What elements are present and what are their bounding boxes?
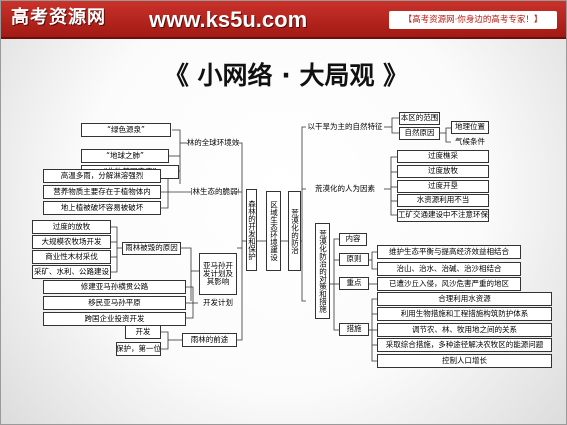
destroy-item-1: 过度的放牧 <box>32 220 111 234</box>
human-item-1: 过度樵采 <box>397 150 489 163</box>
connector <box>161 331 169 350</box>
dev-plan-label: 开发计划 <box>203 298 233 308</box>
key-item: 已遭沙丘入侵，风沙危害严重的地区 <box>377 277 521 291</box>
principle-label: 原则 <box>339 253 369 266</box>
human-item-3: 过度开垦 <box>397 180 489 193</box>
dev-item-2: 移民亚马孙平原 <box>43 296 186 310</box>
page-title: 《 小网络 · 大局观 》 <box>163 61 409 90</box>
human-label: 荒漠化的人为因素 <box>315 184 375 194</box>
destroy-item-2: 大规模农牧场开发 <box>32 235 111 249</box>
global-item-earth-lung: “地球之肺” <box>81 149 169 163</box>
center-region: 区域生态环境建设 <box>266 191 281 271</box>
connector <box>186 286 194 319</box>
connector <box>445 133 451 143</box>
center-desert: 荒漠化的防治 <box>288 191 301 271</box>
climate-item: 气候条件 <box>455 137 485 147</box>
principle-item-2: 治山、治水、治碱、治沙相结合 <box>377 262 521 276</box>
connector <box>111 226 118 273</box>
global-effect-label: 雨林的全球环境效益 <box>187 138 239 148</box>
destroy-item-3: 商业性木材采伐 <box>32 250 111 264</box>
methods-label: 措施 <box>339 323 369 336</box>
connector <box>181 247 192 301</box>
nature-label: 以干旱为主的自然特征 <box>307 122 383 132</box>
fragile-item-2: 营养物质主要存在于植物体内 <box>43 185 161 199</box>
protect-label: 雨林的前途 <box>182 333 237 347</box>
connector <box>172 129 181 184</box>
method-item-5: 控制人口增长 <box>377 354 552 368</box>
site-slogan: 【高考资源网·你身边的高考专家！】 <box>389 11 557 29</box>
protect-item-develop: 开发 <box>125 325 161 339</box>
connector <box>371 251 377 270</box>
fragile-item-3: 地上植被破坏容易被破坏 <box>43 201 161 215</box>
human-item-5: 工矿交通建设中不注意环保 <box>397 209 489 222</box>
method-item-3: 调节农、林、牧用地之间的关系 <box>377 323 552 337</box>
connector <box>390 156 397 216</box>
global-item-green-source: “绿色源泉” <box>81 123 171 137</box>
geo-item: 地理位置 <box>451 121 489 134</box>
protect-item-protect: 保护，第一位 <box>116 342 161 356</box>
connector <box>301 126 306 302</box>
fragile-item-1: 高温多雨，分解淋溶强烈 <box>43 169 161 183</box>
method-item-4: 采取综合措施，多种途径解决农牧区的能源问题 <box>377 338 552 352</box>
destroy-item-4: 采矿、水利、公路建设 <box>32 265 111 279</box>
human-item-4: 水资源利用不当 <box>397 194 489 207</box>
site-url[interactable]: www.ks5u.com <box>149 7 308 32</box>
site-logo[interactable]: 高考资源网 <box>11 7 106 28</box>
dev-item-1: 修建亚马孙横贯公路 <box>43 280 186 294</box>
para-plan-label: 亚马孙开发计划及其影响 <box>199 253 237 295</box>
connector <box>333 238 339 331</box>
key-label: 重点 <box>339 277 369 290</box>
connector <box>237 142 243 341</box>
center-forest: 森林的开发和保护 <box>246 189 257 271</box>
content-label: 内容 <box>339 233 367 246</box>
principle-item-1: 维护生态平衡与提高经济效益相结合 <box>377 245 521 259</box>
dev-item-3: 跨国企业投资开发 <box>43 312 186 326</box>
measures-label: 荒漠化防治的对策和措施 <box>315 223 330 319</box>
connector <box>391 117 399 134</box>
human-item-2: 过度放牧 <box>397 165 489 178</box>
destroyed-label: 雨林被毁的原因 <box>122 242 181 255</box>
natural-cause-item: 自然原因 <box>399 127 440 140</box>
range-item: 本区的范围 <box>399 112 440 125</box>
header-divider <box>1 37 566 39</box>
connector <box>440 127 451 134</box>
fragile-label: 雨林生态的脆弱性 <box>191 187 239 197</box>
method-item-1: 合理利用水资源 <box>377 292 552 306</box>
method-item-2: 利用生物措施和工程措施构筑防护体系 <box>377 307 552 321</box>
